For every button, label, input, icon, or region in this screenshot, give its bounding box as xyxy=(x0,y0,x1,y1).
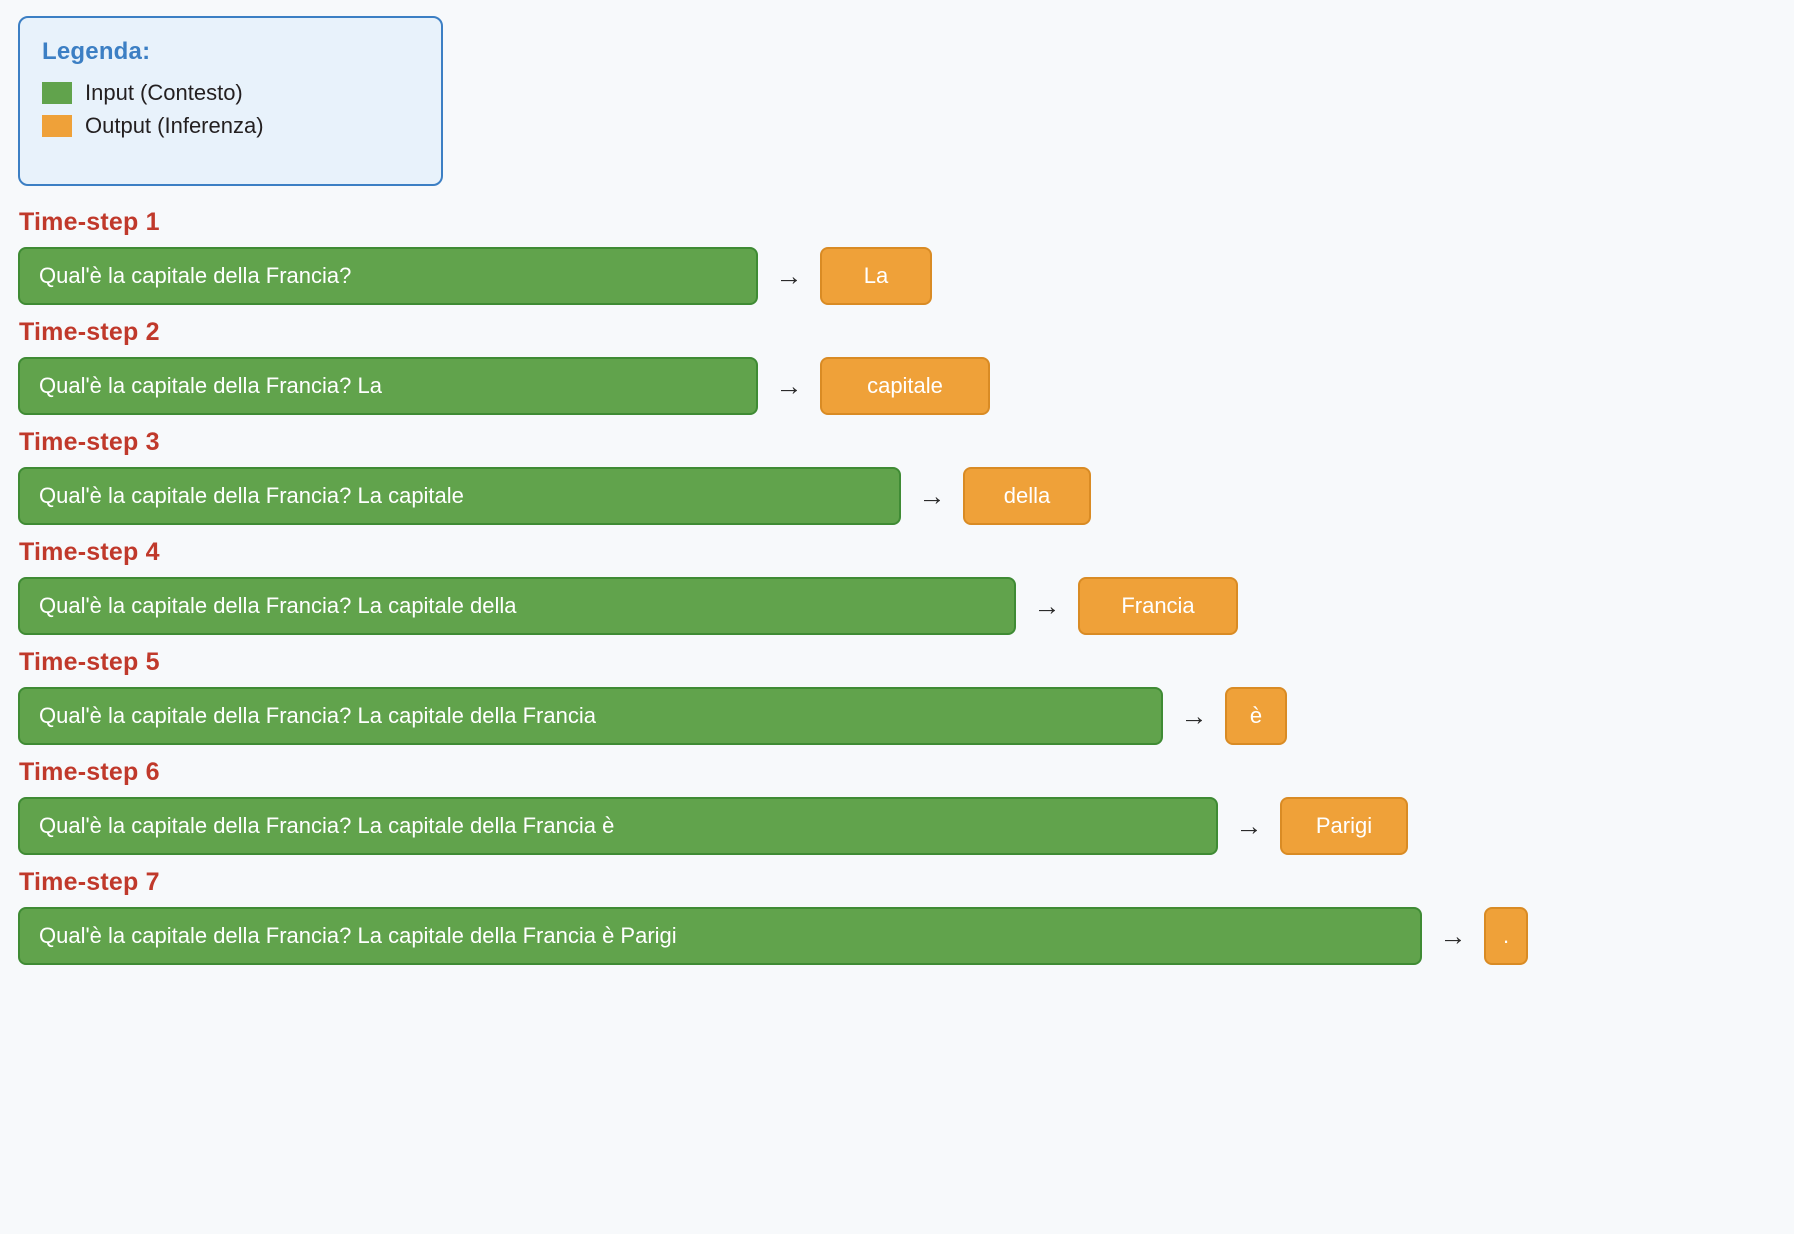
output-box-3: della xyxy=(963,467,1091,525)
green-swatch xyxy=(42,81,72,104)
context-box-2: Qual'è la capitale della Francia? La xyxy=(18,357,758,415)
output-text-4: Francia xyxy=(1121,593,1195,618)
output-text-6: Parigi xyxy=(1315,813,1373,838)
context-box-1: Qual'è la capitale della Francia? xyxy=(18,247,758,305)
time-step-1: Time-step 1 Qual'è la capitale della Fra… xyxy=(18,208,1794,305)
output-text-2: capitale xyxy=(867,373,943,398)
arrow-icon-6: → xyxy=(1235,810,1263,841)
context-text-4: Qual'è la capitale della Francia? La cap… xyxy=(39,593,517,618)
context-text-3: Qual'è la capitale della Francia? La cap… xyxy=(39,483,464,508)
time-step-1-title: Time-step 1 xyxy=(19,208,160,236)
context-text-1: Qual'è la capitale della Francia? xyxy=(39,263,352,288)
legend-box: Legenda: Input (Contesto) Output (Infere… xyxy=(18,16,443,186)
legend-title: Legenda: xyxy=(42,38,151,65)
context-box-5: Qual'è la capitale della Francia? La cap… xyxy=(18,687,1163,745)
time-step-3-title: Time-step 3 xyxy=(19,428,160,456)
time-step-4: Time-step 4 Qual'è la capitale della Fra… xyxy=(18,538,1794,635)
output-box-1: La xyxy=(820,247,932,305)
legend-item-input-label: Input (Contesto) xyxy=(85,79,243,105)
output-box-6: Parigi xyxy=(1280,797,1408,855)
legend-item-output-label: Output (Inferenza) xyxy=(85,112,264,138)
time-step-7: Time-step 7 Qual'è la capitale della Fra… xyxy=(18,868,1794,965)
output-text-5: è xyxy=(1249,703,1263,728)
time-step-3-row: Qual'è la capitale della Francia? La cap… xyxy=(18,467,1794,525)
output-box-4: Francia xyxy=(1078,577,1238,635)
time-step-3: Time-step 3 Qual'è la capitale della Fra… xyxy=(18,428,1794,525)
legend-item-input: Input (Contesto) xyxy=(42,76,419,109)
arrow-icon-3: → xyxy=(918,480,946,511)
output-box-2: capitale xyxy=(820,357,990,415)
arrow-icon-5: → xyxy=(1180,700,1208,731)
output-text-1: La xyxy=(863,263,889,288)
time-step-6-row: Qual'è la capitale della Francia? La cap… xyxy=(18,797,1794,855)
time-step-2-title: Time-step 2 xyxy=(19,318,160,346)
context-text-7: Qual'è la capitale della Francia? La cap… xyxy=(39,923,677,948)
arrow-icon-7: → xyxy=(1439,920,1467,951)
time-step-1-row: Qual'è la capitale della Francia? → La xyxy=(18,247,1794,305)
time-steps-list: Time-step 1 Qual'è la capitale della Fra… xyxy=(18,208,1794,965)
legend-item-output: Output (Inferenza) xyxy=(42,109,419,142)
time-step-6: Time-step 6 Qual'è la capitale della Fra… xyxy=(18,758,1794,855)
context-text-5: Qual'è la capitale della Francia? La cap… xyxy=(39,703,596,728)
time-step-5: Time-step 5 Qual'è la capitale della Fra… xyxy=(18,648,1794,745)
output-text-7: . xyxy=(1502,923,1510,948)
arrow-icon-4: → xyxy=(1033,590,1061,621)
output-box-7: . xyxy=(1484,907,1528,965)
output-box-5: è xyxy=(1225,687,1287,745)
time-step-5-title: Time-step 5 xyxy=(19,648,160,676)
time-step-7-row: Qual'è la capitale della Francia? La cap… xyxy=(18,907,1794,965)
context-box-7: Qual'è la capitale della Francia? La cap… xyxy=(18,907,1422,965)
arrow-icon-2: → xyxy=(775,370,803,401)
time-step-5-row: Qual'è la capitale della Francia? La cap… xyxy=(18,687,1794,745)
time-step-4-row: Qual'è la capitale della Francia? La cap… xyxy=(18,577,1794,635)
time-step-6-title: Time-step 6 xyxy=(19,758,160,786)
context-box-6: Qual'è la capitale della Francia? La cap… xyxy=(18,797,1218,855)
context-box-3: Qual'è la capitale della Francia? La cap… xyxy=(18,467,901,525)
context-text-2: Qual'è la capitale della Francia? La xyxy=(39,373,382,398)
context-text-6: Qual'è la capitale della Francia? La cap… xyxy=(39,813,615,838)
time-step-4-title: Time-step 4 xyxy=(19,538,160,566)
arrow-icon-1: → xyxy=(775,260,803,291)
time-step-2: Time-step 2 Qual'è la capitale della Fra… xyxy=(18,318,1794,415)
time-step-7-title: Time-step 7 xyxy=(19,868,160,896)
orange-swatch xyxy=(42,114,72,137)
output-text-3: della xyxy=(1003,483,1051,508)
time-step-2-row: Qual'è la capitale della Francia? La → c… xyxy=(18,357,1794,415)
context-box-4: Qual'è la capitale della Francia? La cap… xyxy=(18,577,1016,635)
